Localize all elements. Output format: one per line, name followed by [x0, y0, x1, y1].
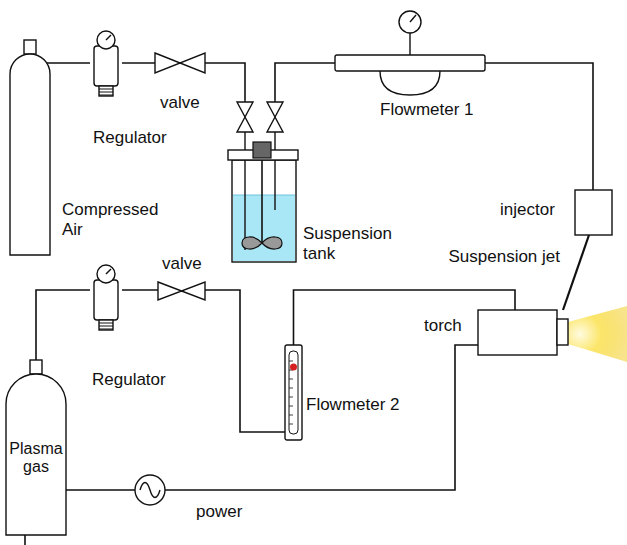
- node-label: Flowmeter 1: [380, 100, 474, 120]
- node-label: Flowmeter 2: [306, 395, 400, 415]
- node-label: Regulator: [93, 128, 167, 148]
- gas-pipe: [122, 62, 155, 64]
- rotameter-outline: [285, 345, 302, 440]
- suspension-jet: [563, 235, 589, 310]
- injector-box: injector: [575, 190, 612, 235]
- gas-cylinder-shape: [10, 40, 50, 255]
- pressure-regulator: Regulator: [90, 28, 122, 98]
- gas-pipe: [36, 290, 90, 360]
- flowmeter-gauge: Flowmeter 1: [335, 10, 485, 95]
- injector-box-shape: [575, 190, 612, 235]
- flowmeter-gauge-outline: [335, 11, 485, 95]
- power-cable: [165, 345, 478, 490]
- plasma-torch-shape: [478, 310, 568, 355]
- node-label: Compressed Air: [62, 200, 162, 239]
- valve-shape: [155, 53, 205, 73]
- plasma-flame: [568, 306, 627, 362]
- power-supply: power: [135, 475, 165, 505]
- valve-shape: [158, 282, 205, 300]
- node-label: injector: [500, 200, 555, 220]
- valve-outline: [158, 282, 205, 300]
- suspension-tank-shape: [228, 100, 298, 262]
- node-label: power: [196, 502, 242, 522]
- suspension-tank: Suspension tank: [228, 100, 298, 262]
- gas-cylinder-outline: [6, 360, 66, 535]
- injector-box-outline: [575, 190, 612, 235]
- valve-outline: [155, 53, 205, 73]
- pressure-regulator-outline: [94, 265, 118, 330]
- gas-pipe: [485, 63, 593, 190]
- node-label: valve: [160, 93, 200, 113]
- gas-pipe: [205, 63, 245, 100]
- plasma-torch-outline: [478, 310, 568, 355]
- node-label: torch: [424, 316, 462, 336]
- rotameter-shape: [285, 345, 302, 440]
- suspension-tank-outline: [228, 100, 298, 262]
- gas-cylinder: Compressed Air: [10, 40, 50, 255]
- gas-cylinder: Plasma gas: [6, 360, 66, 535]
- pressure-regulator-shape: [90, 262, 122, 332]
- plasma-torch: torch: [478, 310, 568, 355]
- flowmeter-gauge-shape: [335, 10, 485, 95]
- node-label: Plasma gas: [6, 440, 66, 477]
- pressure-regulator-shape: [90, 28, 122, 98]
- gas-cylinder-outline: [10, 40, 50, 255]
- power-supply-outline: [135, 475, 165, 505]
- gas-pipe: [205, 290, 285, 432]
- valve: valve: [158, 282, 205, 300]
- rotameter: Flowmeter 2: [285, 345, 302, 440]
- gas-pipe: [122, 289, 158, 291]
- valve: valve: [155, 53, 205, 73]
- power-supply-shape: [135, 475, 165, 505]
- node-label: valve: [162, 254, 202, 274]
- part-label: Suspension jet: [448, 247, 560, 267]
- node-label: Regulator: [92, 370, 166, 390]
- node-label: Suspension tank: [303, 224, 398, 263]
- pressure-regulator: Regulator: [90, 262, 122, 332]
- pressure-regulator-outline: [94, 31, 118, 96]
- gas-pipe: [275, 63, 335, 100]
